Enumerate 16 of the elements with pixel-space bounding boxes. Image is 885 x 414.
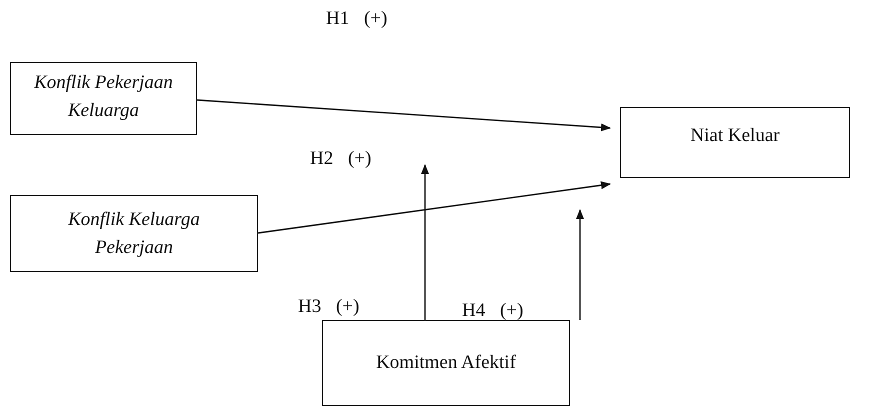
node-label: Konflik Keluarga Pekerjaan (67, 208, 201, 260)
variable-box (322, 320, 570, 406)
hypothesis-label: H3 (+) (298, 296, 360, 318)
variable-box (620, 107, 850, 178)
arrow (576, 209, 584, 320)
hypothesis-label: H4 (+) (462, 300, 524, 322)
hypothesis-label: H1 (+) (326, 8, 388, 30)
node-label: Konflik Pekerjaan Keluarga (33, 71, 174, 123)
variable-box (10, 62, 197, 135)
arrow (258, 181, 611, 234)
variable-box (10, 195, 258, 272)
arrow (196, 99, 611, 132)
node-label: Komitmen Afektif (375, 351, 517, 376)
hypothesis-label: H2 (+) (310, 148, 372, 170)
node-label: Niat Keluar (689, 124, 781, 148)
arrow (421, 164, 429, 320)
